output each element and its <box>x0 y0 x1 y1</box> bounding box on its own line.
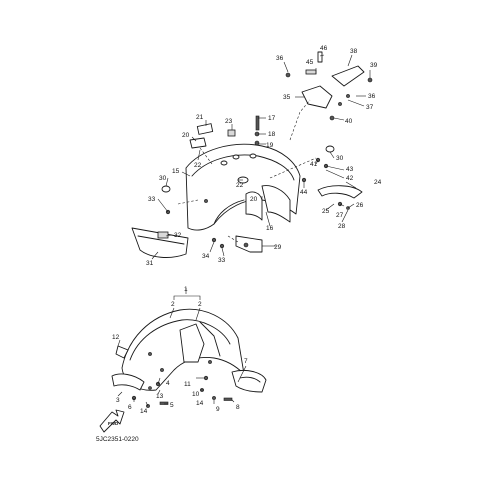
callout-1: 1 <box>184 286 188 293</box>
callout-labels: 1 2 2 12 3 4 5 6 14 13 11 10 14 9 7 8 36… <box>112 45 382 415</box>
callout-28: 28 <box>338 223 346 230</box>
callout-8: 8 <box>236 404 240 411</box>
callout-35: 35 <box>283 94 291 101</box>
callout-44: 44 <box>300 189 308 196</box>
callout-2-right: 2 <box>198 301 202 308</box>
callout-42: 42 <box>346 175 354 182</box>
callout-3: 3 <box>116 397 120 404</box>
callout-30-left: 30 <box>159 175 167 182</box>
callout-24: 24 <box>374 179 382 186</box>
callout-41: 41 <box>310 161 318 168</box>
callout-22-left: 22 <box>194 162 202 169</box>
callout-15: 15 <box>172 168 180 175</box>
callout-4: 4 <box>166 380 170 387</box>
callout-45: 45 <box>306 59 314 66</box>
callout-20-bottom: 20 <box>250 196 258 203</box>
callout-40: 40 <box>345 118 353 125</box>
small-hardware-lower <box>131 375 233 408</box>
leader-lines <box>117 54 371 407</box>
fwd-arrow-label: FWD <box>108 421 119 426</box>
callout-31: 31 <box>146 260 154 267</box>
callout-36-top: 36 <box>276 55 284 62</box>
callout-5: 5 <box>170 402 174 409</box>
callout-27: 27 <box>336 212 344 219</box>
assembly-lines-upper <box>177 99 317 243</box>
callout-38: 38 <box>350 48 358 55</box>
callout-7: 7 <box>244 358 248 365</box>
callout-19: 19 <box>266 142 274 149</box>
callout-10: 10 <box>192 391 200 398</box>
callout-32: 32 <box>174 232 182 239</box>
callout-12: 12 <box>112 334 120 341</box>
mount-bracket-29 <box>235 235 263 253</box>
callout-17: 17 <box>268 115 276 122</box>
callout-18: 18 <box>268 131 276 138</box>
callout-26: 26 <box>356 202 364 209</box>
callout-37: 37 <box>366 104 374 111</box>
callout-11: 11 <box>184 381 191 388</box>
part-code: 5JC2351-0220 <box>96 436 139 443</box>
rear-fender-lower <box>111 308 267 393</box>
callout-25: 25 <box>322 208 330 215</box>
callout-2-left: 2 <box>171 301 175 308</box>
callout-43: 43 <box>346 166 354 173</box>
fwd-arrow: FWD <box>99 409 125 433</box>
callout-9: 9 <box>216 406 220 413</box>
callout-14-left: 14 <box>140 408 148 415</box>
callout-21: 21 <box>196 114 204 121</box>
callout-13: 13 <box>156 393 164 400</box>
rear-fender-upper <box>185 143 301 231</box>
callout-33-bottom: 33 <box>218 257 226 264</box>
callout-6: 6 <box>128 404 132 411</box>
callout-33-left: 33 <box>148 196 156 203</box>
callout-36-right: 36 <box>368 93 376 100</box>
callout-30-right: 30 <box>336 155 344 162</box>
callout-16: 16 <box>266 225 274 232</box>
callout-46: 46 <box>320 45 328 52</box>
callout-14-right: 14 <box>196 400 204 407</box>
tail-light-bracket-38 <box>285 51 373 121</box>
mud-flap-31 <box>131 227 189 258</box>
callout-29: 29 <box>274 244 282 251</box>
callout-22-right: 22 <box>236 182 244 189</box>
callout-20-top: 20 <box>182 132 190 139</box>
small-hardware-upper <box>161 115 335 249</box>
callout-39: 39 <box>370 62 378 69</box>
callout-34: 34 <box>202 253 210 260</box>
callout-23: 23 <box>225 118 233 125</box>
